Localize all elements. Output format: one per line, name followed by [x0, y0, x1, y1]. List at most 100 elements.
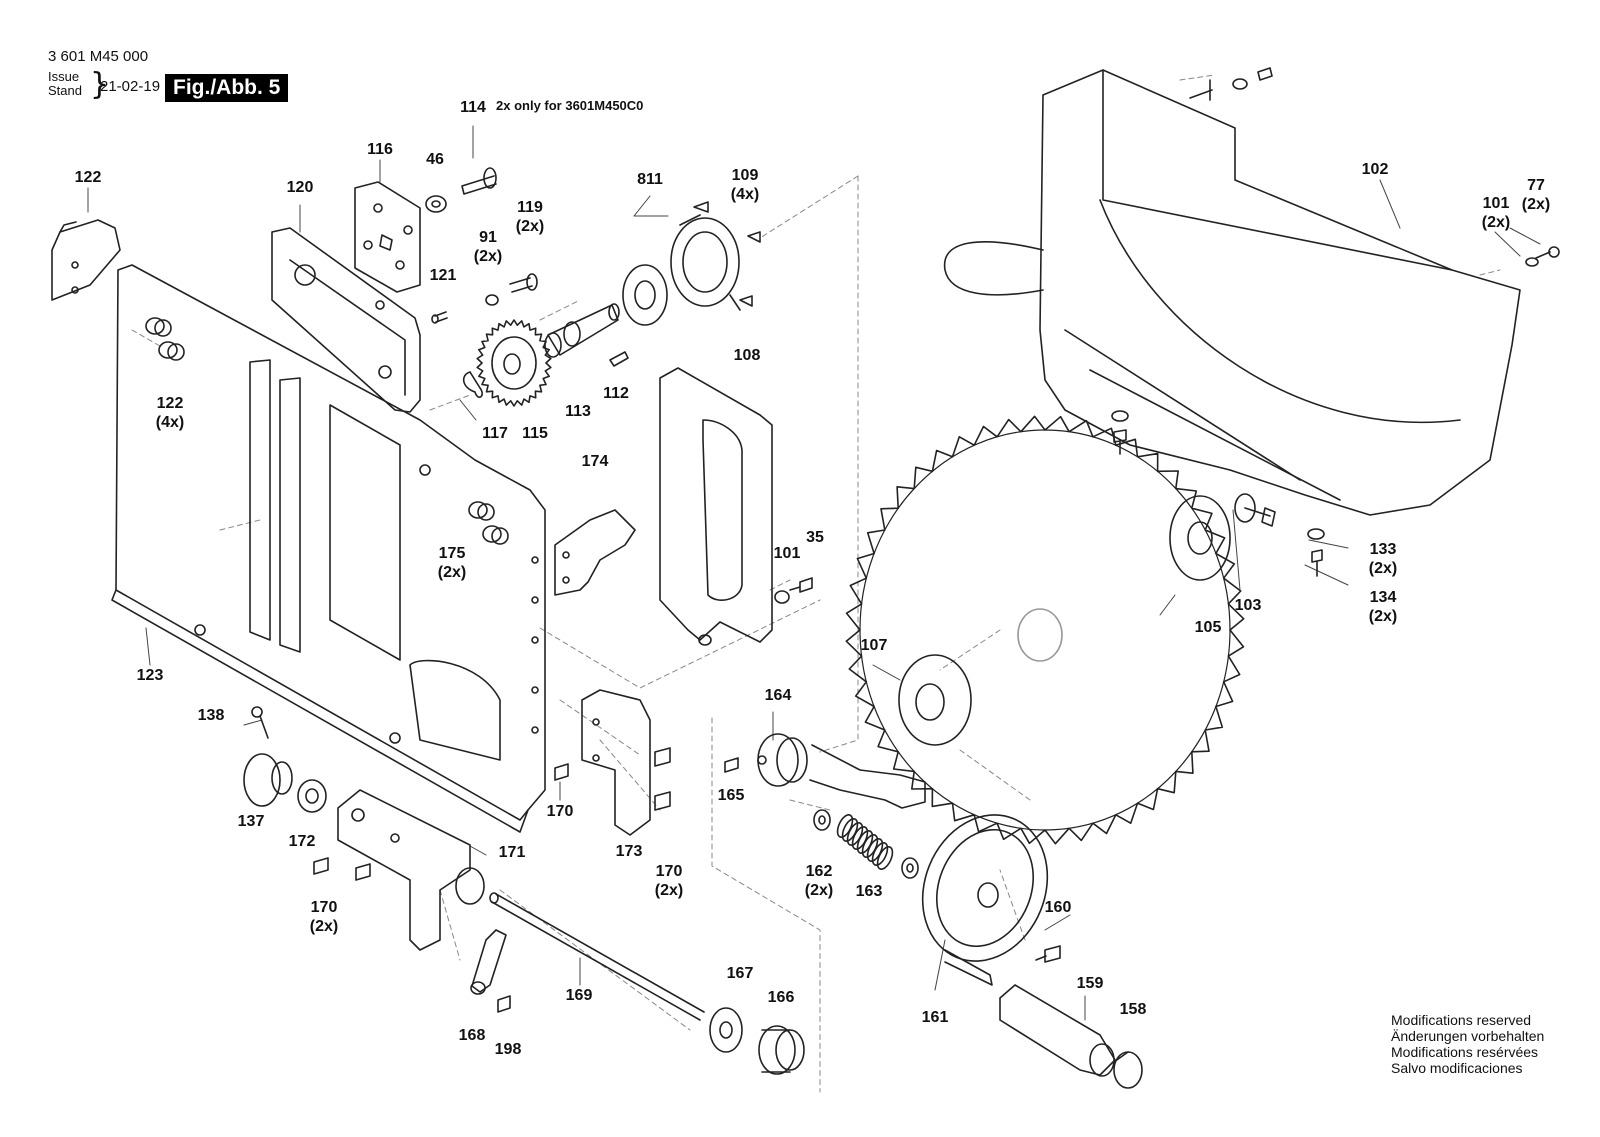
washer-133: [1307, 528, 1325, 540]
label-173: 173: [615, 843, 643, 860]
bracket-174: [554, 509, 636, 596]
label-113: 113: [565, 403, 591, 420]
label-115: 115: [522, 425, 548, 442]
label-811: 811: [637, 171, 663, 188]
assembly-guide-lines: [131, 74, 1501, 1093]
label-170-plate: 170: [546, 803, 574, 820]
part-code: 3 601 M45 000: [48, 48, 149, 65]
bracket-171: [337, 789, 485, 951]
label-160: 160: [1044, 899, 1072, 916]
label-166: 166: [767, 989, 795, 1006]
label-91: 91(2x): [473, 229, 503, 265]
label-119: 119(2x): [515, 199, 545, 235]
label-116: 116: [367, 141, 393, 158]
label-169: 169: [565, 987, 593, 1004]
label-165: 165: [717, 787, 745, 804]
label-158: 158: [1119, 1001, 1147, 1018]
washer-46: [425, 195, 447, 213]
label-161: 161: [921, 1009, 949, 1026]
label-123: 123: [136, 667, 164, 684]
label-168: 168: [458, 1027, 486, 1044]
label-120: 120: [286, 179, 314, 196]
screws-109: [693, 201, 761, 307]
handwheel-161: [921, 814, 1049, 986]
label-138: 138: [197, 707, 225, 724]
flange-103: [1234, 493, 1276, 527]
spring-coil: [871, 842, 889, 866]
label-102: 102: [1361, 161, 1389, 178]
screw-35: [789, 577, 813, 593]
modifications-line-en: Modifications reserved: [1391, 1012, 1532, 1028]
screws-170-c: [313, 857, 371, 881]
label-121: 121: [429, 267, 457, 284]
label-77: 77(2x): [1521, 177, 1551, 213]
bolt-122-b: [158, 341, 185, 361]
saw-blade: [845, 415, 1245, 845]
issue-stand-label: Issue Stand: [48, 70, 82, 98]
bolt-175-b: [482, 525, 509, 545]
label-101-mid: 101: [773, 545, 801, 562]
label-163: 163: [855, 883, 883, 900]
label-46: 46: [426, 151, 444, 168]
gear-115: [476, 319, 552, 407]
lever-164: [757, 733, 926, 809]
key-112: [609, 351, 629, 367]
label-167: 167: [726, 965, 754, 982]
label-114: 114: [460, 99, 486, 116]
modifications-line-fr: Modifications resérvées: [1391, 1044, 1539, 1060]
screw-top-guard: [1189, 67, 1273, 99]
bracket-173: [581, 689, 651, 836]
screw-134: [1311, 549, 1323, 577]
label-137: 137: [237, 813, 265, 830]
flange-105: [1169, 495, 1231, 581]
end-cap-122: [51, 219, 121, 301]
modifications-line-es: Salvo modificaciones: [1391, 1060, 1523, 1076]
bolt-114: [461, 167, 497, 195]
washer-91: [485, 294, 499, 306]
bolt-119: [509, 273, 538, 293]
label-117: 117: [482, 425, 508, 442]
label-133: 133(2x): [1368, 541, 1398, 577]
grip-159: [999, 984, 1116, 1077]
pin-165: [724, 757, 739, 773]
label-159: 159: [1076, 975, 1104, 992]
washer-167: [709, 1007, 743, 1053]
screws-170-b: [654, 747, 671, 811]
spring-163: [836, 814, 894, 870]
blade-guard-102: [943, 69, 1521, 516]
cover-108: [659, 367, 773, 646]
bolt-122-a: [145, 317, 172, 337]
bolt-175-a: [468, 501, 495, 521]
figure-label: Fig./Abb. 5: [165, 74, 289, 102]
rod-169: [489, 892, 705, 1021]
leader-lines: [87, 125, 1541, 1021]
washer-101: [774, 590, 790, 604]
shaft-113: [544, 303, 620, 358]
screw-160: [1035, 945, 1061, 963]
label-164: 164: [764, 687, 792, 704]
label-108: 108: [733, 347, 761, 364]
label-198: 198: [494, 1041, 522, 1058]
label-35: 35: [806, 529, 824, 546]
label-162: 162(2x): [804, 863, 834, 899]
label-170-angle: 170(2x): [309, 899, 339, 935]
bearing-811: [622, 214, 741, 326]
label-109: 109(4x): [730, 167, 760, 203]
brace-glyph: }: [90, 67, 110, 102]
spring-coil: [876, 846, 894, 870]
label-174: 174: [581, 453, 609, 470]
circlip-117: [462, 371, 483, 399]
screw-198: [497, 995, 511, 1013]
label-112: 112: [603, 385, 629, 402]
screw-77: [1525, 246, 1560, 267]
label-103: 103: [1234, 597, 1262, 614]
label-171: 171: [498, 844, 526, 861]
support-plate-120: [271, 227, 421, 413]
nut-172: [297, 779, 327, 813]
modifications-note: Modifications reserved Änderungen vorbeh…: [1391, 1012, 1544, 1076]
label-101-top: 101(2x): [1481, 195, 1511, 231]
modifications-line-de: Änderungen vorbehalten: [1391, 1028, 1545, 1044]
washer-163b: [901, 857, 919, 879]
knob-166: [758, 1025, 805, 1075]
label-105: 105: [1194, 619, 1222, 636]
